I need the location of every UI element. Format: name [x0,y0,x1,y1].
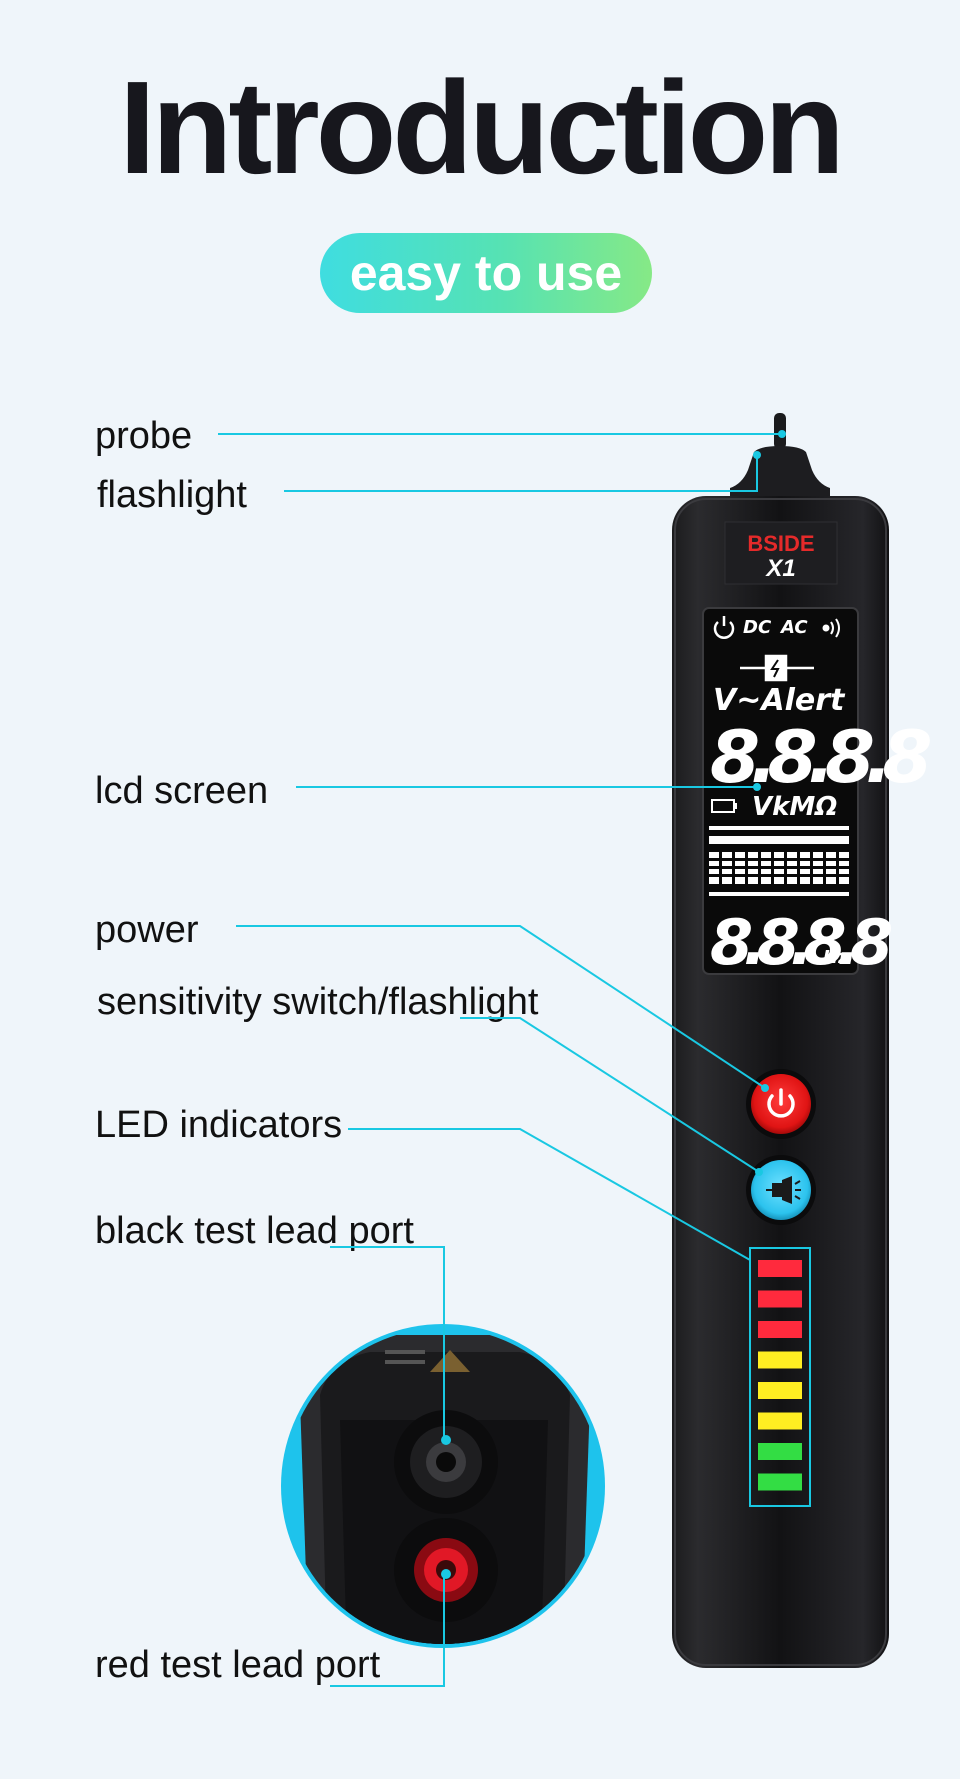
label-led-indicators: LED indicators [95,1104,343,1146]
label-black-test-lead-port: black test lead port [95,1210,414,1252]
label-flashlight: flashlight [97,474,247,516]
subtitle-text: easy to use [349,245,623,301]
leader-black-port [330,1246,445,1440]
frequency-digits: 8.8.8.8 [710,906,891,979]
label-lcd-screen: lcd screen [95,770,269,812]
leader-dots [441,430,786,1579]
led-indicators [758,1260,802,1491]
led-indicator-4 [758,1351,802,1369]
label-red-test-lead-port: red test lead port [95,1644,381,1686]
model-name: X1 [764,555,795,582]
buzzer-icon [822,618,840,638]
lcd-bargraph [709,826,849,896]
leader-red-port [330,1574,445,1687]
label-probe: probe [95,415,193,457]
led-indicator-3 [758,1321,802,1338]
voltage-alert-indicator: V~Alert [713,683,846,718]
leader-flashlight [284,455,758,492]
label-power: power [95,909,199,951]
led-indicator-2 [758,1290,802,1308]
led-indicator-1 [758,1260,802,1277]
ac-indicator: AC [779,617,808,638]
page-title: Introduction [119,54,845,201]
sensitivity-flashlight-button[interactable] [746,1155,816,1225]
subtitle-badge: easy to use [320,233,652,313]
led-indicator-7 [758,1443,802,1460]
led-highlight-box [749,1247,811,1507]
led-indicator-6 [758,1412,802,1430]
brand-logo: BSIDE [747,531,814,556]
power-button[interactable] [746,1069,816,1139]
port-closeup [281,1324,605,1648]
flashlight-icon [766,1176,801,1204]
main-digits: 8.8.8.8 [710,715,930,799]
leader-power [236,925,766,1089]
leader-lines [218,433,782,1687]
label-sensitivity-switch: sensitivity switch/flashlight [97,981,539,1023]
led-indicator-8 [758,1473,802,1491]
flashlight-head [730,446,830,502]
led-indicator-5 [758,1382,802,1399]
unit-indicators: VkMΩ [752,792,837,822]
brand-plate [724,521,838,585]
hz-unit: Hz [823,947,849,968]
leader-sensitivity [460,1017,760,1173]
dc-indicator: DC [743,617,772,638]
leader-led [348,1128,751,1261]
power-icon [713,616,735,639]
